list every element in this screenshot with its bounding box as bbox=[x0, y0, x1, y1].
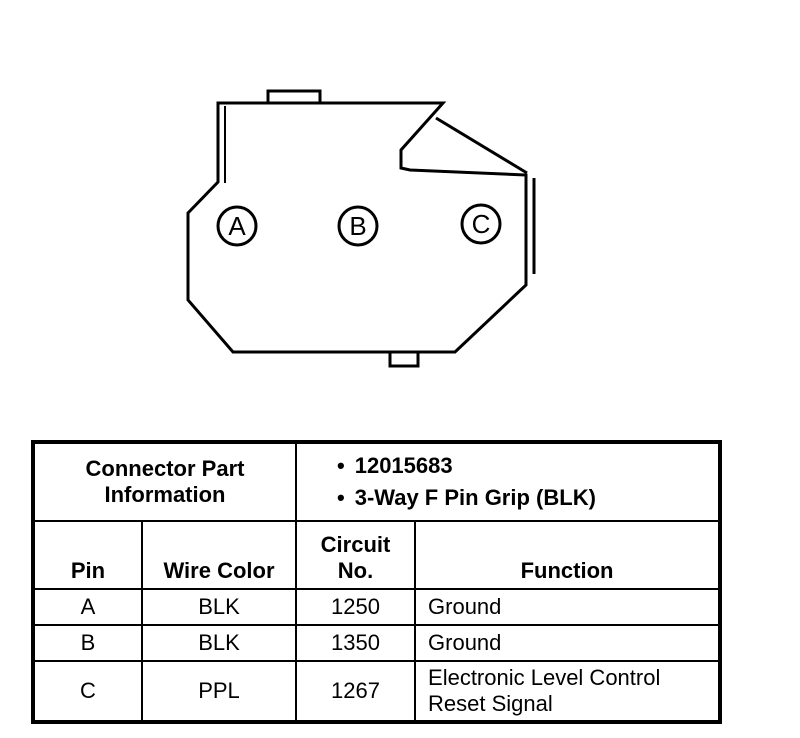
row-function-line1: Electronic Level Control bbox=[428, 665, 661, 690]
part-info-item: • 3-Way F Pin Grip (BLK) bbox=[337, 482, 718, 514]
row-wire-color: PPL bbox=[140, 660, 298, 723]
table-row: C PPL 1267 Electronic Level Control Rese… bbox=[32, 660, 722, 723]
part-info-row: Connector Part Information • 12015683 • 3-… bbox=[31, 441, 722, 522]
row-function: Electronic Level Control Reset Signal bbox=[414, 660, 722, 723]
part-info-item: • 12015683 bbox=[337, 450, 718, 482]
connector-diagram: A B C bbox=[186, 89, 536, 368]
connector-pin-table: Connector Part Information • 12015683 • 3-… bbox=[31, 440, 723, 724]
row-circuit: 1250 bbox=[295, 588, 417, 626]
bullet-icon: • bbox=[337, 485, 345, 510]
part-number: 12015683 bbox=[354, 453, 453, 478]
bullet-icon: • bbox=[337, 453, 345, 478]
row-pin: C bbox=[32, 660, 143, 723]
header-circuit-line2: No. bbox=[337, 558, 374, 583]
bottom-latch-tab bbox=[388, 352, 420, 368]
pin-c-label: C bbox=[472, 209, 491, 239]
table-row: B BLK 1350 Ground bbox=[32, 624, 722, 662]
row-function-line1: Ground bbox=[428, 630, 502, 655]
part-info-label-line1: Connector Part bbox=[85, 456, 245, 481]
part-description: 3-Way F Pin Grip (BLK) bbox=[354, 485, 596, 510]
keying-notch bbox=[435, 116, 528, 175]
part-info-label: Connector Part Information bbox=[31, 441, 298, 522]
pin-a: A bbox=[216, 205, 258, 247]
row-function-line1: Ground bbox=[428, 594, 502, 619]
column-header-row: Pin Wire Color Circuit No. Function bbox=[32, 520, 722, 590]
pin-c: C bbox=[460, 203, 502, 245]
row-wire-color: BLK bbox=[140, 588, 298, 626]
table-row: A BLK 1250 Ground bbox=[32, 588, 722, 626]
header-function: Function bbox=[414, 520, 722, 590]
pin-a-label: A bbox=[228, 211, 246, 241]
row-circuit: 1350 bbox=[295, 624, 417, 662]
pin-b: B bbox=[337, 205, 379, 247]
part-info-label-line2: Information bbox=[104, 482, 226, 507]
row-function: Ground bbox=[414, 624, 722, 662]
top-latch-tab bbox=[266, 89, 322, 103]
header-circuit-no: Circuit No. bbox=[295, 520, 417, 590]
row-pin: B bbox=[32, 624, 143, 662]
header-wire-color: Wire Color bbox=[140, 520, 298, 590]
part-info-values: • 12015683 • 3-Way F Pin Grip (BLK) bbox=[295, 441, 722, 522]
connector-body bbox=[186, 101, 528, 354]
row-function: Ground bbox=[414, 588, 722, 626]
header-circuit-line1: Circuit bbox=[320, 532, 391, 557]
row-wire-color: BLK bbox=[140, 624, 298, 662]
pin-b-label: B bbox=[349, 211, 366, 241]
row-pin: A bbox=[32, 588, 143, 626]
row-function-line2: Reset Signal bbox=[428, 691, 553, 716]
row-circuit: 1267 bbox=[295, 660, 417, 723]
header-pin: Pin bbox=[32, 520, 143, 590]
